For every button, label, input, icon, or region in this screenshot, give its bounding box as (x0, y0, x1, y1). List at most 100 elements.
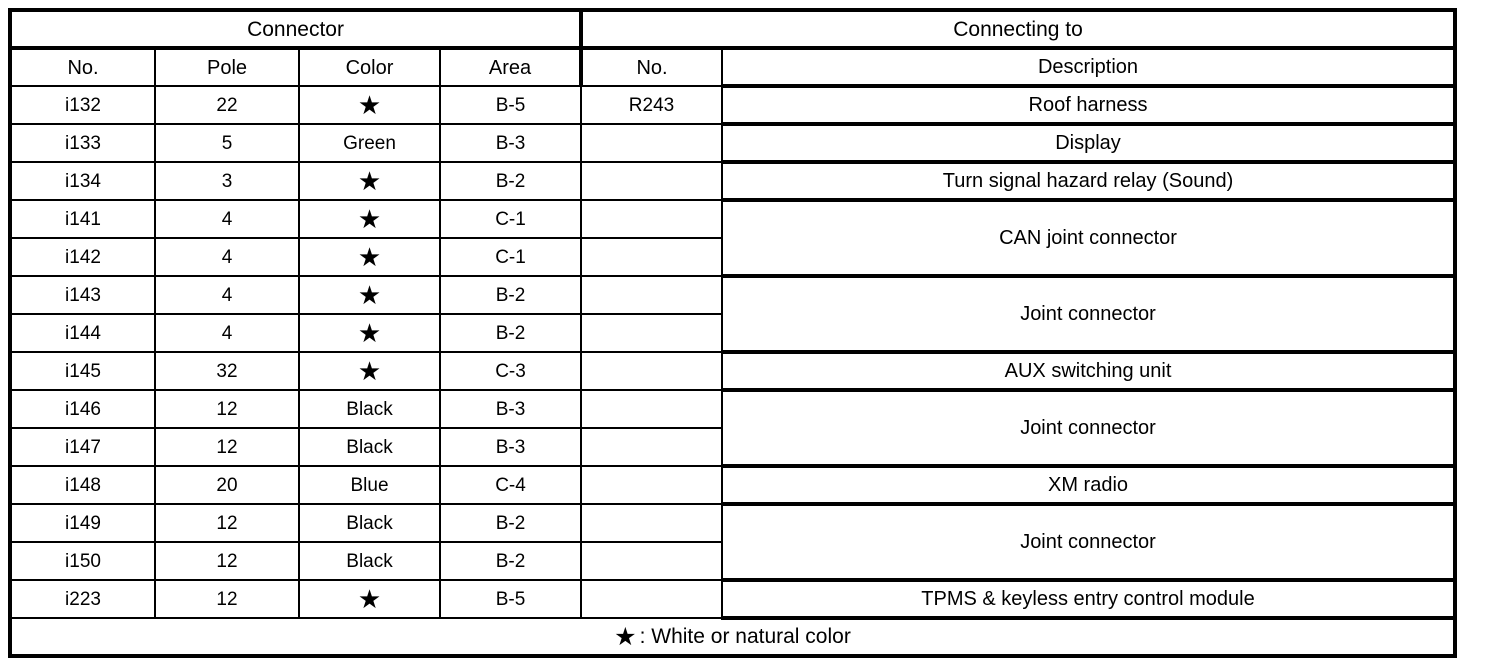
cell-description: CAN joint connector (721, 198, 1457, 278)
cell-connector-no: i134 (9, 161, 156, 201)
footnote-legend: ★: White or natural color (8, 617, 1457, 657)
cell-description: XM radio (721, 464, 1457, 506)
cell-description: Joint connector (721, 274, 1457, 354)
column-header-description: Description (721, 47, 1457, 87)
cell-connector-no: i141 (9, 199, 156, 239)
cell-color-star-icon: ★ (298, 237, 441, 277)
cell-area: B-2 (438, 313, 583, 353)
column-header-pole: Pole (154, 47, 300, 87)
column-header-color: Color (298, 47, 441, 87)
cell-area: C-3 (438, 351, 583, 391)
cell-connector-no: i150 (9, 541, 156, 581)
cell-pole: 5 (154, 123, 300, 163)
cell-area: B-5 (438, 85, 583, 125)
cell-pole: 12 (154, 427, 300, 467)
cell-connecting-no (580, 389, 724, 429)
cell-color: Black (298, 427, 441, 467)
cell-description: Turn signal hazard relay (Sound) (721, 160, 1457, 202)
cell-color-star-icon: ★ (298, 199, 441, 239)
section-header-connecting-to: Connecting to (580, 9, 1457, 50)
footnote-row: ★: White or natural color (8, 617, 1457, 657)
cell-connecting-no (580, 199, 724, 239)
cell-pole: 4 (154, 199, 300, 239)
cell-color: Blue (298, 465, 441, 505)
cell-connecting-no (580, 123, 724, 163)
cell-area: B-3 (438, 427, 583, 467)
cell-color-star-icon: ★ (298, 313, 441, 353)
cell-pole: 12 (154, 579, 300, 619)
cell-pole: 32 (154, 351, 300, 391)
cell-connector-no: i133 (9, 123, 156, 163)
cell-color-star-icon: ★ (298, 85, 441, 125)
cell-connector-no: i146 (9, 389, 156, 429)
cell-connecting-no (580, 313, 724, 353)
cell-pole: 12 (154, 389, 300, 429)
cell-area: B-2 (438, 541, 583, 581)
cell-color-star-icon: ★ (298, 351, 441, 391)
cell-pole: 20 (154, 465, 300, 505)
column-header-connecting-no: No. (580, 47, 724, 87)
cell-area: C-4 (438, 465, 583, 505)
cell-area: B-5 (438, 579, 583, 619)
cell-pole: 12 (154, 503, 300, 543)
cell-area: B-3 (438, 389, 583, 429)
cell-pole: 4 (154, 237, 300, 277)
section-header-connector: Connector (8, 9, 584, 50)
cell-color: Black (298, 389, 441, 429)
cell-pole: 4 (154, 313, 300, 353)
cell-description: Joint connector (721, 388, 1457, 468)
cell-connector-no: i223 (9, 579, 156, 619)
cell-connecting-no (580, 541, 724, 581)
cell-description: Display (721, 122, 1457, 164)
cell-connecting-no (580, 427, 724, 467)
cell-connecting-no (580, 237, 724, 277)
cell-connecting-no (580, 579, 724, 619)
cell-pole: 4 (154, 275, 300, 315)
cell-pole: 3 (154, 161, 300, 201)
cell-connector-no: i142 (9, 237, 156, 277)
cell-connecting-no: R243 (580, 85, 724, 125)
cell-description: AUX switching unit (721, 350, 1457, 392)
cell-connecting-no (580, 503, 724, 543)
cell-connector-no: i143 (9, 275, 156, 315)
cell-connector-no: i149 (9, 503, 156, 543)
cell-area: B-3 (438, 123, 583, 163)
cell-connecting-no (580, 161, 724, 201)
cell-area: B-2 (438, 503, 583, 543)
cell-connecting-no (580, 351, 724, 391)
cell-color-star-icon: ★ (298, 275, 441, 315)
column-header-area: Area (438, 47, 584, 87)
cell-color: Green (298, 123, 441, 163)
cell-color-star-icon: ★ (298, 161, 441, 201)
footnote-text: : White or natural color (639, 624, 851, 648)
cell-connector-no: i145 (9, 351, 156, 391)
cell-connector-no: i147 (9, 427, 156, 467)
cell-color: Black (298, 541, 441, 581)
cell-connecting-no (580, 465, 724, 505)
cell-description: Roof harness (721, 84, 1457, 126)
cell-pole: 22 (154, 85, 300, 125)
cell-description: Joint connector (721, 502, 1457, 582)
star-icon: ★ (614, 622, 637, 651)
cell-connector-no: i132 (9, 85, 156, 125)
cell-color: Black (298, 503, 441, 543)
cell-description: TPMS & keyless entry control module (721, 578, 1457, 620)
